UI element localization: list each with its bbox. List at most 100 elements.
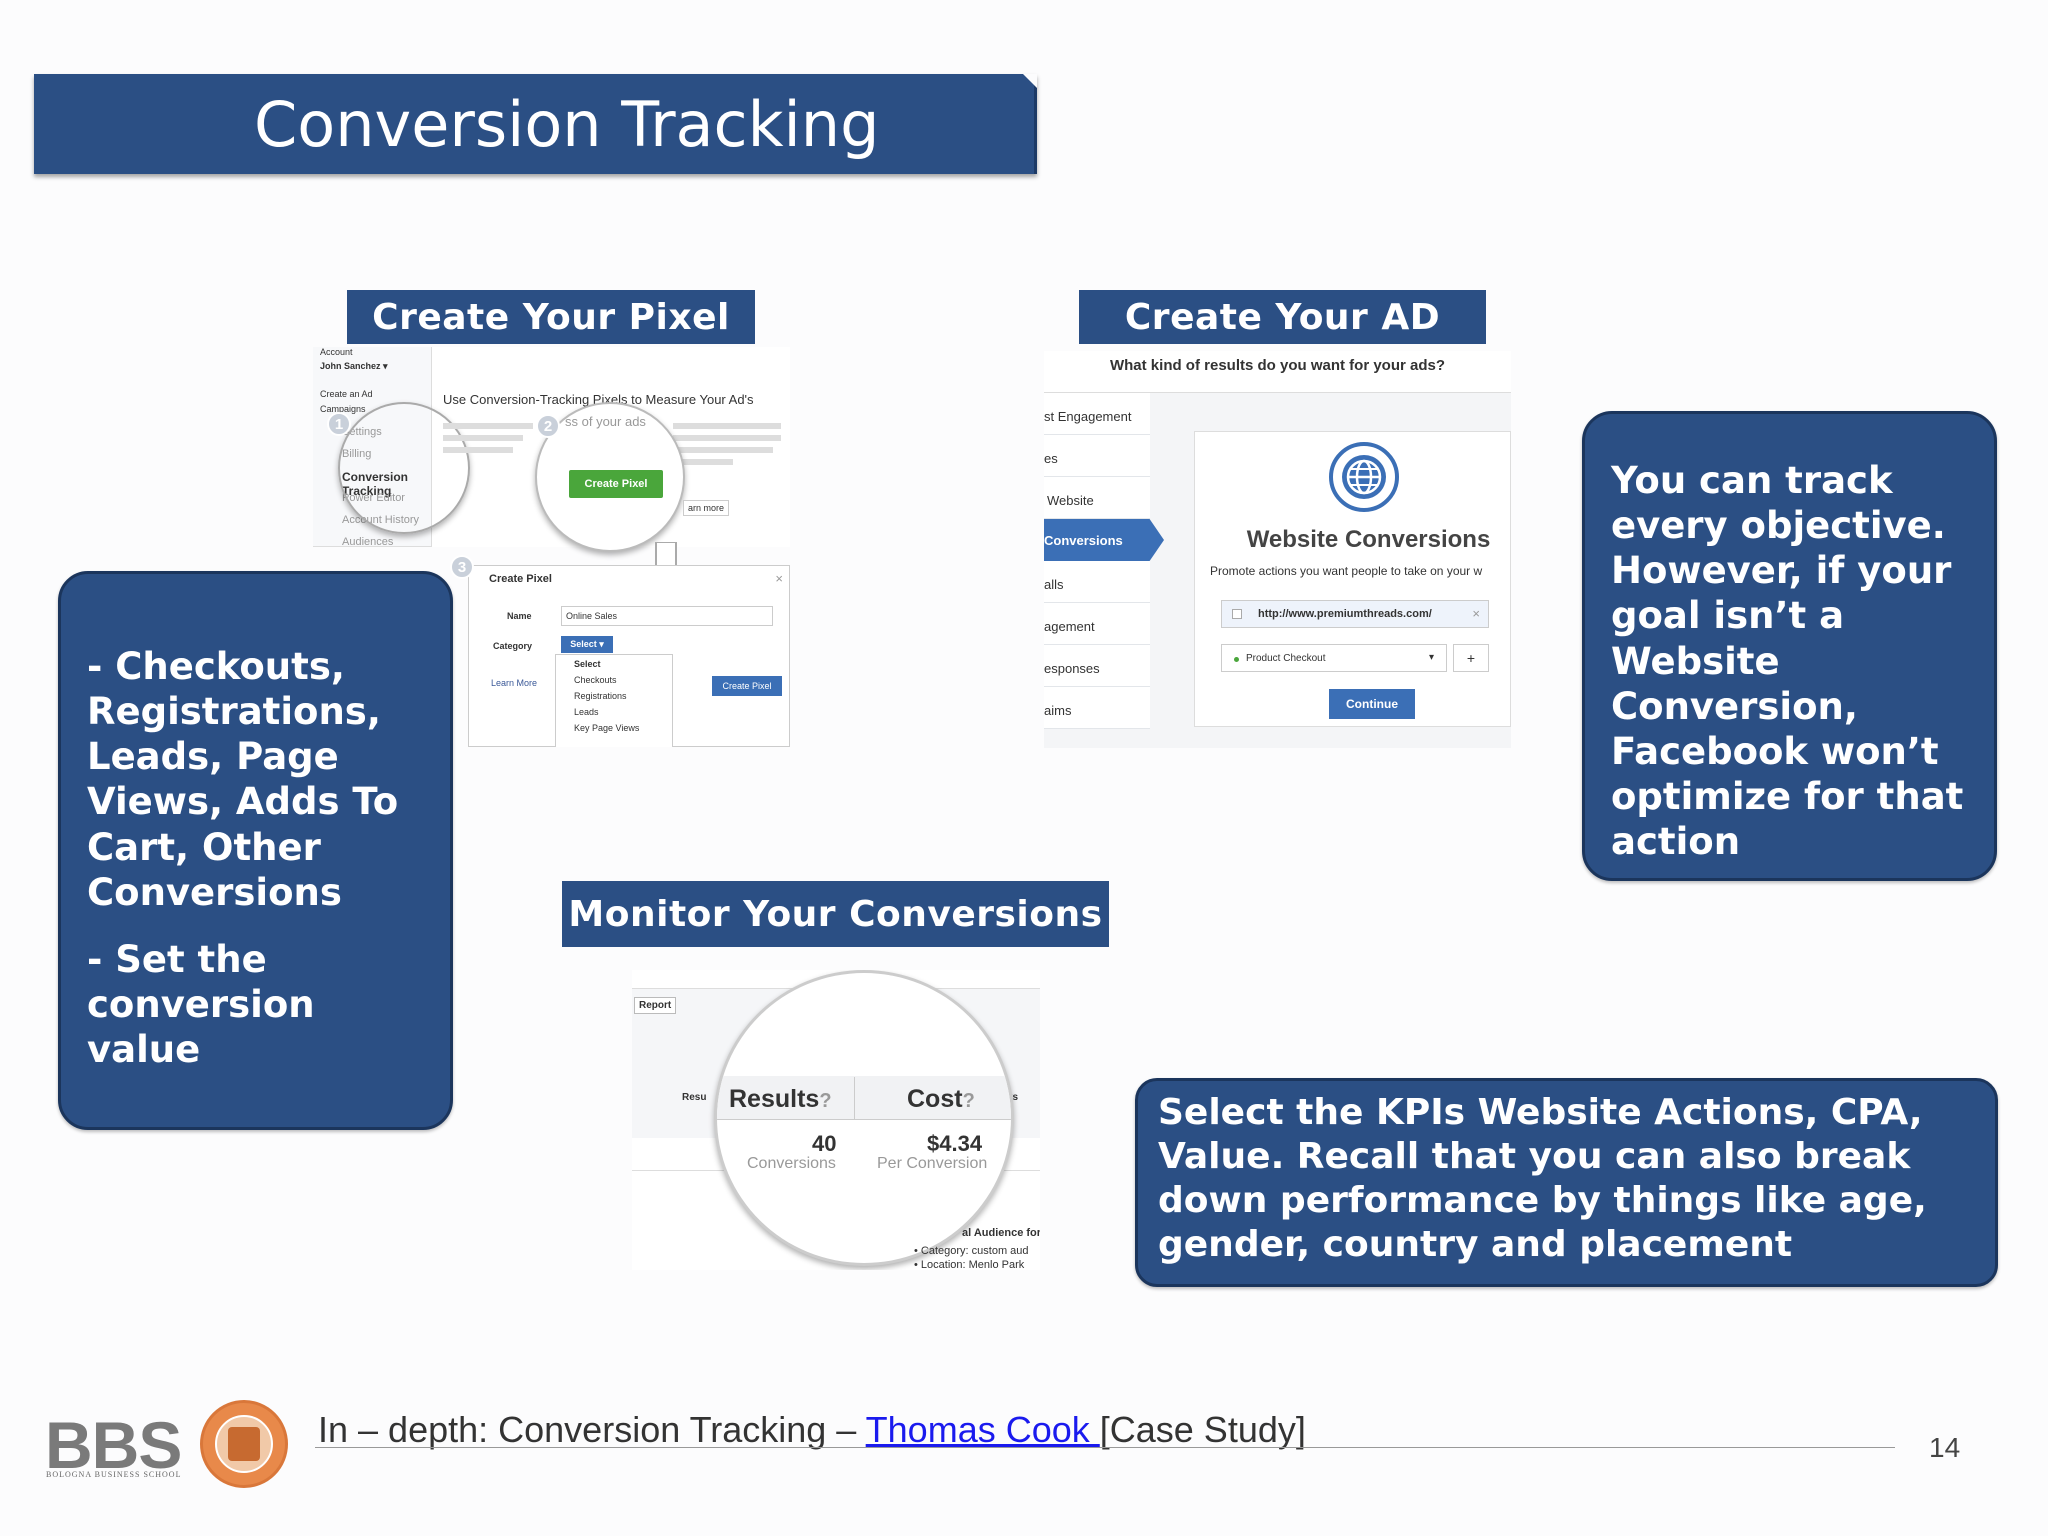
callout-bottom-text: Select the KPIs Website Actions, CPA, Va… (1158, 1092, 1927, 1265)
menu-create-ad[interactable]: Create an Ad (320, 389, 373, 399)
monitor-magnifier: Results? Cost? 40 Conversions $4.34 Per … (714, 970, 1014, 1266)
callout-left-line2: - Set the conversion value (87, 937, 315, 1071)
objective-engagement[interactable]: st Engagement (1044, 393, 1150, 435)
callout-bottom: Select the KPIs Website Actions, CPA, Va… (1135, 1078, 1998, 1287)
url-clear-icon[interactable]: × (1472, 606, 1480, 621)
section-monitor-text: Monitor Your Conversions (568, 893, 1103, 935)
name-label: Name (507, 611, 532, 621)
ad-screenshot: What kind of results do you want for you… (1044, 351, 1511, 748)
footer-suffix: [Case Study] (1099, 1409, 1306, 1450)
objective-agement[interactable]: agement (1044, 603, 1150, 645)
footer-prefix: In – depth: Conversion Tracking – (318, 1409, 866, 1450)
results-value: 40 (812, 1131, 837, 1156)
create-pixel-button[interactable]: Create Pixel (569, 470, 663, 498)
account-label: Account (320, 347, 353, 357)
category-dropdown: Select Checkouts Registrations Leads Key… (555, 654, 673, 747)
dialog-learn-more-link[interactable]: Learn More (491, 678, 538, 688)
objective-website[interactable]: Website (1044, 477, 1150, 519)
pixel-desc-lines-right (673, 417, 785, 471)
side-left-header: Resu (682, 1092, 707, 1103)
page-icon (1232, 609, 1242, 619)
option-key-page-views[interactable]: Key Page Views (574, 723, 640, 733)
callout-right: You can track every objective. However, … (1582, 411, 1997, 881)
callout-left-line1: - Checkouts, Registrations, Leads, Page … (87, 645, 399, 914)
url-field[interactable]: http://www.premiumthreads.com/ × (1221, 600, 1489, 628)
callout-left: - Checkouts, Registrations, Leads, Page … (58, 571, 453, 1130)
magnifier-2: ss of your ads Create Pixel (535, 402, 685, 552)
pixel-screenshot: Account John Sanchez ▾ Create an Ad Camp… (313, 347, 790, 747)
ad-question-bar: What kind of results do you want for you… (1044, 351, 1511, 393)
report-button[interactable]: Report (634, 997, 677, 1014)
results-header: Results? (729, 1085, 832, 1114)
cost-help-icon[interactable]: ? (962, 1090, 975, 1112)
conversion-card: Website Conversions Promote actions you … (1194, 431, 1511, 727)
objective-es[interactable]: es (1044, 435, 1150, 477)
continue-button[interactable]: Continue (1329, 689, 1415, 719)
section-create-ad-text: Create Your AD (1124, 296, 1441, 338)
step-1-badge: 1 (327, 412, 351, 436)
slide-title-text: Conversion Tracking (254, 87, 880, 161)
results-unit: Conversions (747, 1155, 836, 1172)
footer-divider (315, 1447, 1895, 1448)
results-header-text: Results (729, 1085, 820, 1113)
objective-responses[interactable]: esponses (1044, 645, 1150, 687)
pixel-desc-lines (443, 417, 543, 459)
category-line: • Category: custom aud (914, 1245, 1029, 1257)
step-2-badge: 2 (536, 414, 560, 438)
menu-campaigns[interactable]: Campaigns (320, 404, 366, 414)
cost-header-text: Cost (907, 1085, 963, 1113)
university-seal-icon (200, 1400, 288, 1488)
section-create-pixel: Create Your Pixel (347, 290, 755, 344)
location-line: • Location: Menlo Park (914, 1259, 1025, 1270)
cost-value: $4.34 (927, 1131, 983, 1156)
add-pixel-button[interactable]: + (1453, 644, 1489, 672)
dialog-create-pixel-button[interactable]: Create Pixel (712, 676, 782, 696)
magnifier-1 (338, 402, 470, 534)
cost-header: Cost? (907, 1085, 975, 1114)
monitor-screenshot: Report Resu ks Results? Cost? 40 Convers… (632, 970, 1040, 1270)
section-create-pixel-text: Create Your Pixel (372, 296, 730, 338)
option-registrations[interactable]: Registrations (574, 691, 627, 701)
magnified-header (717, 1076, 1011, 1120)
status-dot-icon (1234, 657, 1239, 662)
dialog-close-icon[interactable]: × (775, 571, 783, 586)
card-subtitle: Promote actions you want people to take … (1210, 564, 1483, 578)
category-label: Category (493, 641, 533, 651)
dialog-title: Create Pixel (489, 573, 552, 585)
globe-icon (1329, 442, 1399, 512)
section-monitor: Monitor Your Conversions (562, 881, 1109, 947)
cost-unit: Per Conversion (877, 1155, 988, 1172)
card-title: Website Conversions (1246, 526, 1491, 553)
learn-more-button[interactable]: arn more (683, 500, 730, 516)
url-value: http://www.premiumthreads.com/ (1258, 608, 1432, 620)
option-leads[interactable]: Leads (574, 707, 599, 717)
menu-audiences[interactable]: Audiences (342, 536, 394, 548)
pixel-headline: Use Conversion-Tracking Pixels to Measur… (443, 392, 754, 407)
step-3-badge: 3 (450, 555, 474, 579)
location-line-text: Location: Menlo Park (920, 1259, 1025, 1270)
name-input[interactable]: Online Sales (561, 606, 773, 626)
faint-text: ss of your ads (565, 414, 646, 429)
results-help-icon[interactable]: ? (819, 1090, 832, 1112)
bbs-logo-subtitle: BOLOGNA BUSINESS SCHOOL (46, 1470, 182, 1479)
account-user[interactable]: John Sanchez ▾ (320, 361, 388, 371)
pixel-select[interactable]: Product Checkout ▾ (1221, 644, 1447, 672)
bbs-logo: BBS (45, 1408, 182, 1482)
objective-calls[interactable]: alls (1044, 561, 1150, 603)
footer-reference: In – depth: Conversion Tracking – Thomas… (318, 1409, 1306, 1451)
option-checkouts[interactable]: Checkouts (574, 675, 617, 685)
slide-title: Conversion Tracking (34, 74, 1037, 174)
objective-claims[interactable]: aims (1044, 687, 1150, 729)
section-create-ad: Create Your AD (1079, 290, 1486, 344)
thomas-cook-link[interactable]: Thomas Cook (865, 1409, 1100, 1450)
option-select[interactable]: Select (574, 659, 601, 669)
chevron-down-icon: ▾ (1428, 652, 1434, 663)
ad-question: What kind of results do you want for you… (1109, 357, 1446, 374)
header-divider (854, 1077, 855, 1119)
objective-list: st Engagement es Website Conversions all… (1044, 393, 1164, 729)
category-line-text: Category: custom aud (920, 1245, 1029, 1257)
objective-conversions[interactable]: Conversions (1044, 519, 1164, 561)
category-select[interactable]: Select ▾ (561, 636, 613, 653)
callout-right-text: You can track every objective. However, … (1611, 459, 1964, 863)
audience-line: al Audience for (962, 1227, 1040, 1239)
